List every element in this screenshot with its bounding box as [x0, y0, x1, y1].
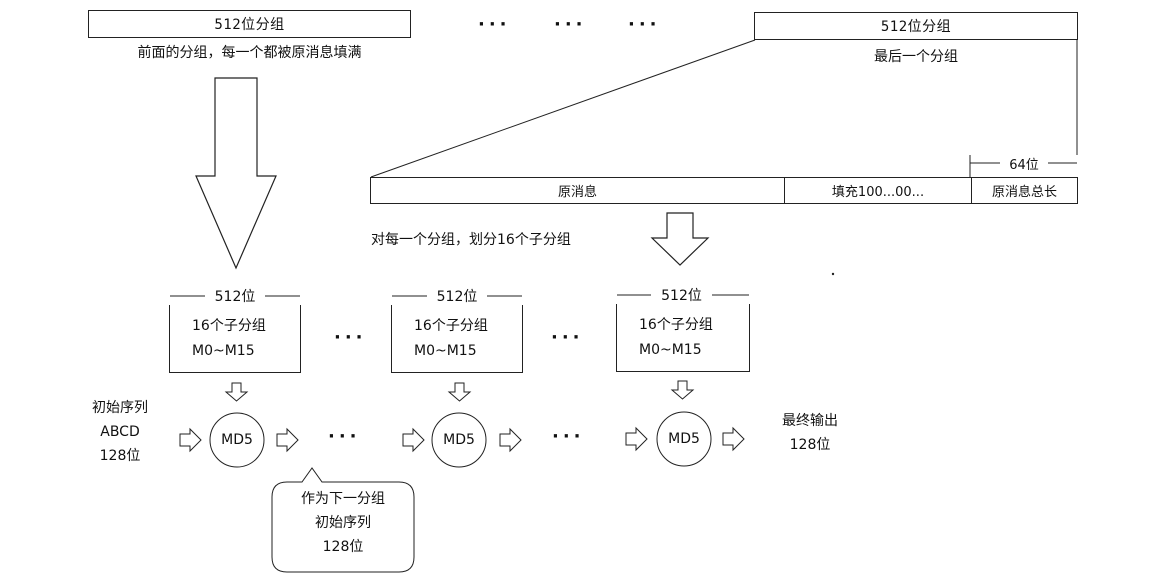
callout-line3: 128位	[322, 539, 364, 555]
md5-label-2: MD5	[432, 430, 486, 450]
md5-label-1: MD5	[210, 430, 264, 450]
stray-dot	[831, 272, 835, 276]
segment-padding: 填充100...00...	[785, 178, 972, 203]
top-right-block: 512位分组	[754, 12, 1078, 40]
expanded-block: 原消息 填充100...00... 原消息总长	[370, 177, 1078, 204]
top-left-block-label: 512位分组	[214, 17, 285, 33]
ellipsis-chain-1: ···	[328, 426, 361, 447]
md5-circle-1	[209, 412, 265, 468]
segment-length: 原消息总长	[972, 178, 1077, 203]
ellipsis-mid-2: ···	[551, 327, 584, 348]
segment-message-text: 原消息	[557, 185, 597, 200]
callout-line2: 初始序列	[315, 515, 371, 531]
md5-label-2-text: MD5	[443, 432, 475, 448]
split-down-arrow	[650, 212, 710, 266]
small-down-arrow-3	[670, 380, 695, 400]
subgroup-3-bits: 512位	[651, 285, 712, 305]
md5-circle-3	[656, 411, 712, 467]
subgroup-2-bits: 512位	[427, 286, 487, 306]
ellipsis-top-2: ···	[554, 14, 587, 35]
final-output-label: 最终输出 128位	[764, 409, 856, 457]
subgroup-2-bits-text: 512位	[436, 289, 478, 305]
final-output-line2: 128位	[789, 437, 831, 453]
top-right-caption-text: 最后一个分组	[874, 49, 958, 65]
right-arrow-5	[625, 426, 648, 452]
subgroup-3-line2: M0~M15	[639, 342, 702, 358]
segment-length-text: 原消息总长	[991, 185, 1057, 200]
ellipsis-top-1: ···	[478, 14, 511, 35]
md5-circle-2	[431, 412, 487, 468]
subgroup-1-line2: M0~M15	[192, 343, 255, 359]
ellipsis-mid-1: ···	[334, 327, 367, 348]
subgroup-box-1: 16个子分组 M0~M15	[169, 305, 301, 373]
subgroup-2-line2: M0~M15	[414, 343, 477, 359]
subgroup-2-line1: 16个子分组	[414, 318, 488, 334]
length-bits-text: 64位	[1009, 157, 1039, 173]
top-right-caption: 最后一个分组	[754, 46, 1078, 66]
top-left-block: 512位分组	[88, 10, 411, 38]
segment-message: 原消息	[371, 178, 785, 203]
expand-line-left	[370, 39, 756, 178]
right-arrow-2	[276, 427, 299, 453]
initial-sequence-line3: 128位	[99, 448, 141, 464]
subgroup-3-line1: 16个子分组	[639, 317, 713, 333]
subgroup-1-line1: 16个子分组	[192, 318, 266, 334]
ellipsis-top-3: ···	[628, 14, 661, 35]
top-left-caption-text: 前面的分组，每一个都被原消息填满	[137, 45, 362, 61]
callout-bubble	[271, 467, 415, 573]
final-output-line1: 最终输出	[782, 413, 838, 429]
subgroup-3-bits-text: 512位	[661, 288, 702, 304]
length-bits-label: 64位	[1000, 154, 1048, 173]
ellipsis-chain-2: ···	[552, 426, 585, 447]
right-arrow-1	[179, 427, 202, 453]
right-arrow-3	[402, 427, 425, 453]
subgroup-box-3: 16个子分组 M0~M15	[616, 304, 750, 372]
subgroup-1-bits: 512位	[205, 286, 265, 306]
initial-sequence-line2: ABCD	[100, 424, 140, 440]
subgroup-box-2: 16个子分组 M0~M15	[391, 305, 523, 373]
big-down-arrow	[195, 77, 277, 270]
right-arrow-6	[722, 426, 745, 452]
small-down-arrow-2	[447, 382, 472, 402]
md5-label-3: MD5	[657, 429, 711, 449]
segment-padding-text: 填充100...00...	[831, 185, 925, 200]
right-arrow-4	[499, 427, 522, 453]
md5-label-3-text: MD5	[668, 431, 700, 447]
initial-sequence-line1: 初始序列	[92, 400, 148, 416]
md5-label-1-text: MD5	[221, 432, 253, 448]
top-left-caption: 前面的分组，每一个都被原消息填满	[88, 42, 411, 62]
callout-line1: 作为下一分组	[301, 491, 385, 507]
small-down-arrow-1	[224, 382, 249, 402]
callout-text: 作为下一分组 初始序列 128位	[272, 487, 414, 559]
split-caption-text: 对每一个分组，划分16个子分组	[371, 232, 571, 248]
subgroup-1-bits-text: 512位	[214, 289, 256, 305]
initial-sequence-label: 初始序列 ABCD 128位	[78, 396, 162, 468]
top-right-block-label: 512位分组	[880, 19, 952, 35]
split-caption: 对每一个分组，划分16个子分组	[371, 229, 631, 249]
